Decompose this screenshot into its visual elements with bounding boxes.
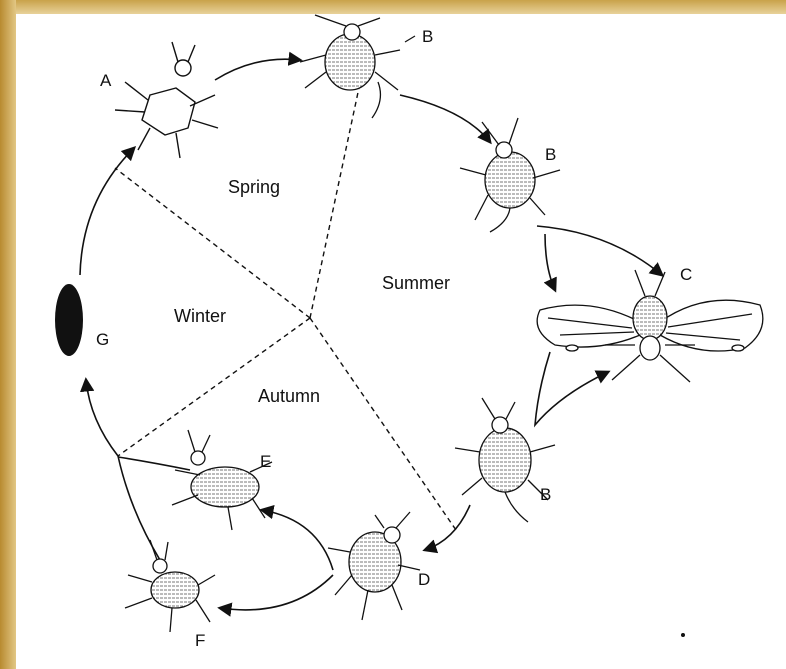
stage-label-f: F xyxy=(195,631,205,650)
season-label-winter: Winter xyxy=(174,306,226,326)
border-left xyxy=(0,0,16,669)
stage-label-g: G xyxy=(96,330,109,349)
canvas xyxy=(16,14,786,669)
stage-label-b-top: B xyxy=(422,27,433,46)
stage-label-e: E xyxy=(260,452,271,471)
overwintering-egg xyxy=(55,284,83,356)
season-label-summer: Summer xyxy=(382,273,450,293)
stage-label-b-lower: B xyxy=(540,485,551,504)
season-label-autumn: Autumn xyxy=(258,386,320,406)
stage-label-c: C xyxy=(680,265,692,284)
stage-label-d: D xyxy=(418,570,430,589)
season-label-spring: Spring xyxy=(228,177,280,197)
stage-label-b-right: B xyxy=(545,145,556,164)
border-top xyxy=(0,0,786,14)
stray-dot xyxy=(681,633,685,637)
stage-label-a: A xyxy=(100,71,112,90)
